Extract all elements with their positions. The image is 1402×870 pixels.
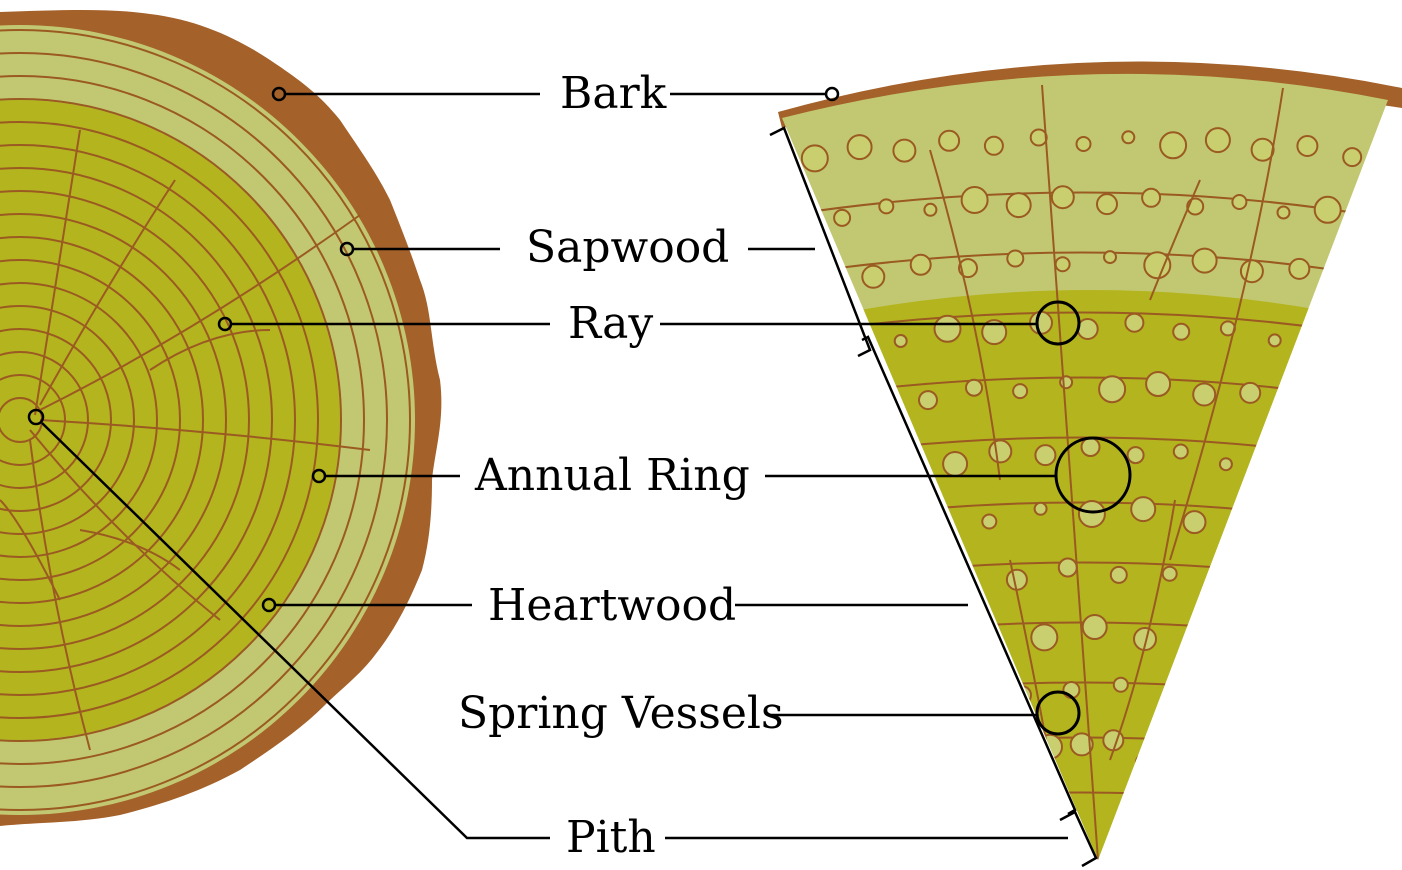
pith-label: Pith	[566, 812, 656, 863]
spring-vessel	[1128, 447, 1144, 463]
spring-vessel	[862, 266, 884, 288]
log-cross-section	[0, 10, 441, 826]
wedge-heartwood	[860, 290, 1320, 860]
spring-vessel	[988, 636, 1000, 648]
spring-vessel	[1007, 570, 1027, 590]
spring-vessel	[1031, 624, 1057, 650]
spring-vessel	[1278, 207, 1290, 219]
wedge-ring-line	[700, 793, 1402, 831]
spring-vessel	[943, 452, 967, 476]
heartwood-label: Heartwood	[488, 580, 736, 631]
spring-vessel	[1144, 252, 1170, 278]
spring-vessel	[1083, 615, 1107, 639]
spring-vessel	[962, 187, 988, 213]
spring-vessel	[1136, 754, 1154, 772]
spring-vessel	[935, 316, 961, 342]
spring-vessel	[834, 210, 850, 226]
spring-vessel	[1240, 383, 1260, 403]
spring-vessel	[1287, 398, 1305, 416]
spring-vessel	[982, 515, 996, 529]
spring-vessel	[1079, 501, 1105, 527]
labels: Bark Sapwood Ray Annual Ring Heartwood S…	[458, 68, 784, 863]
spring-vessel	[1142, 189, 1160, 207]
spring-vessel	[879, 199, 893, 213]
spring-vessel	[1241, 260, 1263, 282]
spring-vessel	[1164, 701, 1176, 713]
spring-vessel	[1184, 511, 1206, 533]
spring-vessel	[1131, 497, 1155, 521]
spring-vessel	[930, 516, 946, 532]
spring-vessel	[1035, 503, 1047, 515]
spring-vessel	[1206, 128, 1230, 152]
spring-vessel	[1297, 136, 1317, 156]
spring-vessel	[1269, 334, 1281, 346]
spring-vessel	[895, 335, 907, 347]
spring-vessel	[989, 440, 1011, 462]
spring-vessel	[1111, 567, 1127, 583]
spring-vessel	[985, 137, 1003, 155]
spring-vessel	[1082, 438, 1100, 456]
spring-vessel	[789, 207, 807, 225]
spring-vessel	[1035, 445, 1055, 465]
spring-vessel	[1289, 259, 1309, 279]
spring-vessel	[911, 255, 931, 275]
ray-label: Ray	[568, 298, 653, 349]
spring-vessel	[1114, 678, 1128, 692]
bark-label: Bark	[560, 68, 667, 119]
spring-vessel	[1338, 273, 1356, 291]
spring-vessel	[1007, 193, 1031, 217]
spring-vessel	[1236, 515, 1256, 535]
spring-vessel	[1160, 132, 1186, 158]
spring-vessel	[919, 391, 937, 409]
spring-vessel	[1077, 137, 1091, 151]
spring-vessel	[1059, 559, 1077, 577]
spring-vessel	[1173, 324, 1189, 340]
spring-vessel	[1104, 251, 1116, 263]
spring-vessel	[1060, 376, 1072, 388]
spring-vessel	[1013, 384, 1027, 398]
spring-vessel	[848, 135, 872, 159]
spring-vessel	[1078, 319, 1098, 339]
spring-vessel	[1360, 210, 1384, 234]
spring-vessel	[1146, 372, 1170, 396]
spring-vessel	[1031, 130, 1047, 146]
spring-vessel	[966, 380, 982, 396]
spring-vessel	[1052, 186, 1074, 208]
spring-vessel	[1174, 445, 1188, 459]
spring-vessel	[1185, 635, 1205, 655]
spring-vessel	[764, 151, 776, 163]
spring-vessel	[1193, 249, 1217, 273]
spring-vessel	[939, 131, 959, 151]
spring-vessel	[1122, 131, 1134, 143]
wood-wedge	[700, 62, 1402, 866]
sapwood-label: Sapwood	[526, 222, 729, 273]
spring-vessel	[872, 390, 892, 410]
spring-vessel	[1163, 567, 1177, 581]
spring-vessel	[802, 145, 828, 171]
annual-ring-label: Annual Ring	[474, 450, 750, 501]
spring-vessel	[1315, 197, 1341, 223]
spring-vessel	[814, 264, 838, 288]
spring-vessel	[1220, 458, 1232, 470]
spring-vessel	[1097, 194, 1117, 214]
spring-vessel	[1125, 314, 1143, 332]
spring-vessel	[1308, 327, 1334, 353]
spring-vessel	[1343, 148, 1361, 166]
spring-vessel	[1389, 147, 1402, 163]
spring-vessel	[1258, 452, 1284, 478]
spring-vessel	[1193, 384, 1215, 406]
spring-vessel	[924, 204, 936, 216]
spring-vessel	[1215, 586, 1227, 598]
spring-vessel	[1056, 257, 1070, 271]
spring-vessel	[1007, 251, 1023, 267]
spring-vessel	[847, 334, 861, 348]
spring-vessel	[1232, 195, 1246, 209]
spring-vessels-label: Spring Vessels	[458, 688, 784, 739]
spring-vessel	[1099, 376, 1125, 402]
spring-vessel	[893, 140, 915, 162]
